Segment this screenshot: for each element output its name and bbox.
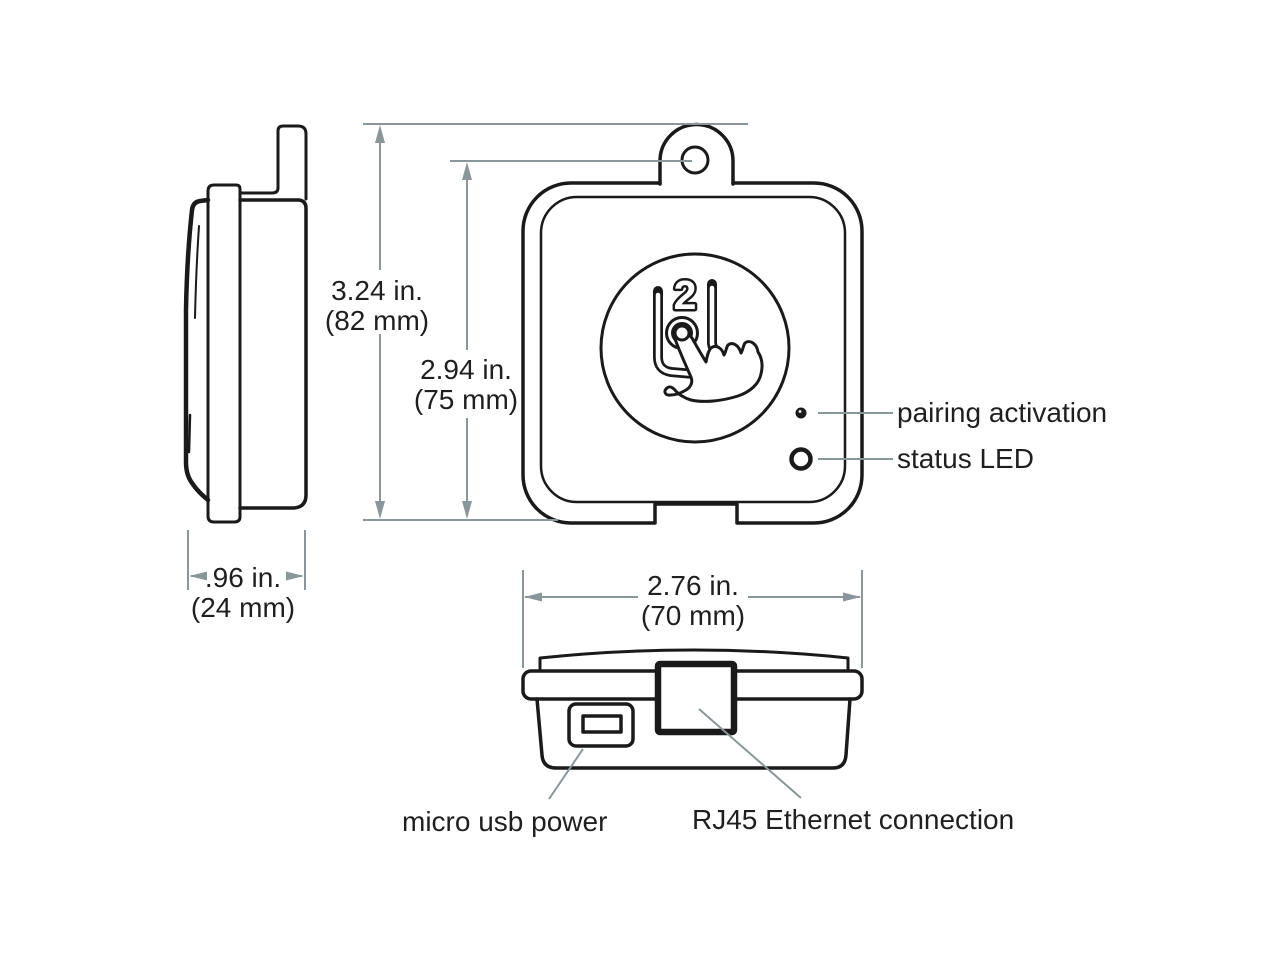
arrow-up-icon — [462, 162, 472, 180]
pairing-activation-label: pairing activation — [897, 397, 1108, 428]
arrow-right-icon — [843, 592, 861, 602]
status-led-ring — [789, 447, 813, 471]
micro-usb-port — [567, 702, 635, 748]
arrow-down-icon — [375, 501, 385, 519]
dim-width-mm: (70 mm) — [640, 600, 746, 631]
micro-usb-port-inner — [581, 714, 623, 734]
arrow-down-icon — [462, 501, 472, 519]
side-tab-ledge — [238, 186, 280, 195]
side-back-plate — [206, 183, 242, 524]
side-mounting-tab — [276, 124, 308, 201]
callout-leader-lines — [548, 412, 893, 800]
rj45-leader — [698, 708, 802, 799]
arrow-left-icon — [189, 571, 207, 581]
front-outer-outline — [521, 181, 864, 525]
side-view — [183, 124, 308, 524]
arrow-up-icon — [375, 125, 385, 143]
side-lens-bevel-line — [194, 225, 200, 319]
status-led-label: status LED — [897, 443, 1034, 474]
bottom-lid-arc — [538, 648, 850, 673]
front-mounting-tab — [658, 122, 735, 186]
dim-height-overall-lines — [363, 123, 748, 521]
pairing-activation-dot — [795, 407, 807, 419]
side-lens-bevel-line2 — [187, 413, 192, 454]
dim-height-overall-inches: 3.24 in. — [331, 275, 423, 306]
arrow-left-icon — [524, 592, 542, 602]
pairing-dot-highlight — [798, 410, 802, 413]
dim-width-lines — [522, 570, 863, 668]
fingertip — [673, 324, 691, 342]
dim-height-to-hole-inches: 2.94 in. — [420, 354, 512, 385]
rj45-port — [654, 660, 738, 736]
two-press-touch-hand-icon: 2 — [653, 270, 764, 403]
dim-height-overall-mm: (82 mm) — [324, 305, 430, 336]
dimension-lines — [187, 123, 893, 800]
side-front-lens — [183, 197, 211, 503]
dim-height-overall-label: 3.24 in. (82 mm) — [325, 276, 429, 336]
bottom-view — [521, 648, 864, 770]
rj45-label: RJ45 Ethernet connection — [692, 804, 1015, 835]
dim-depth-lines — [187, 530, 306, 590]
dim-depth-mm: (24 mm) — [190, 592, 296, 623]
front-view: 2 — [521, 122, 864, 525]
dim-width-label: 2.76 in. (70 mm) — [641, 571, 745, 631]
front-inner-outline — [539, 195, 847, 504]
dim-depth-label: .96 in. (24 mm) — [191, 563, 295, 623]
dim-height-to-hole-mm: (75 mm) — [413, 384, 519, 415]
touch-button-circle — [599, 252, 791, 444]
arrow-right-icon — [286, 571, 304, 581]
dim-width-inches: 2.76 in. — [647, 570, 739, 601]
usb-leader — [548, 748, 584, 800]
side-body — [238, 198, 308, 510]
dim-depth-inches: .96 in. — [204, 562, 282, 593]
touch-count-label: 2 — [674, 272, 697, 318]
dim-height-to-hole-lines — [450, 160, 692, 519]
icon-left-bracket-core — [655, 292, 697, 377]
dim-height-to-hole-label: 2.94 in. (75 mm) — [414, 355, 518, 415]
bottom-body — [535, 697, 852, 770]
pointing-hand — [663, 332, 764, 403]
micro-usb-label: micro usb power — [402, 806, 608, 837]
